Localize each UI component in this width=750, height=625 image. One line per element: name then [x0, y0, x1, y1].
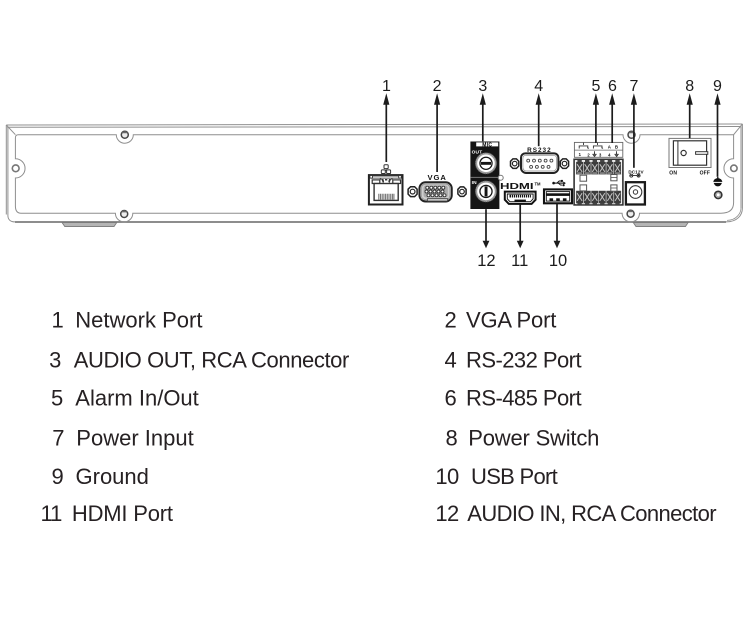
svg-text:9: 9 [52, 464, 64, 489]
svg-text:Power Switch: Power Switch [468, 425, 599, 450]
svg-text:4: 4 [534, 78, 543, 95]
svg-text:3: 3 [599, 152, 602, 157]
svg-text:1: 1 [51, 308, 63, 333]
svg-text:1: 1 [579, 152, 582, 157]
svg-text:ON: ON [669, 170, 677, 176]
svg-text:8: 8 [685, 78, 694, 95]
svg-text:VGA Port: VGA Port [466, 308, 556, 333]
svg-text:Alarm In/Out: Alarm In/Out [75, 385, 198, 410]
svg-text:A: A [608, 145, 612, 150]
svg-text:3: 3 [49, 348, 61, 373]
svg-text:Power Input: Power Input [76, 425, 193, 450]
svg-text:RS-485 Port: RS-485 Port [466, 385, 581, 410]
svg-text:AUDIO IN, RCA Connector: AUDIO IN, RCA Connector [467, 501, 716, 526]
svg-text:2: 2 [587, 152, 590, 157]
svg-text:5: 5 [591, 78, 600, 95]
svg-text:USB Port: USB Port [471, 464, 558, 489]
svg-text:11: 11 [511, 252, 528, 270]
svg-text:IN: IN [472, 180, 478, 186]
svg-text:4: 4 [608, 152, 611, 157]
svg-text:OFF: OFF [700, 170, 711, 176]
svg-text:MIC: MIC [482, 142, 492, 148]
svg-text:AUDIO OUT, RCA Connector: AUDIO OUT, RCA Connector [74, 348, 349, 373]
svg-text:B: B [615, 145, 618, 150]
svg-text:7: 7 [629, 78, 638, 95]
svg-text:5: 5 [51, 385, 63, 410]
svg-text:1: 1 [382, 78, 391, 95]
svg-text:TM: TM [535, 181, 542, 186]
svg-text:4: 4 [444, 348, 456, 373]
svg-text:RS232: RS232 [527, 147, 552, 154]
svg-text:12: 12 [477, 252, 495, 270]
svg-text:2: 2 [433, 78, 442, 95]
svg-text:HDMI Port: HDMI Port [72, 501, 173, 526]
svg-text:10: 10 [549, 252, 567, 270]
svg-text:6: 6 [444, 385, 456, 410]
svg-text:2: 2 [444, 308, 456, 333]
svg-text:3: 3 [478, 78, 487, 95]
svg-text:Network Port: Network Port [75, 308, 202, 333]
svg-text:HDMI: HDMI [500, 182, 534, 191]
svg-text:VGA: VGA [427, 173, 446, 182]
svg-text:8: 8 [445, 425, 457, 450]
svg-text:11: 11 [40, 501, 62, 526]
svg-text:10: 10 [435, 464, 459, 489]
svg-text:7: 7 [52, 425, 64, 450]
svg-text:RS-232 Port: RS-232 Port [466, 348, 581, 373]
svg-text:OUT: OUT [472, 150, 483, 156]
svg-text:6: 6 [608, 78, 617, 95]
svg-text:DC12V: DC12V [628, 170, 644, 175]
svg-text:Ground: Ground [76, 464, 149, 489]
svg-text:9: 9 [713, 78, 722, 95]
svg-text:12: 12 [435, 501, 459, 526]
